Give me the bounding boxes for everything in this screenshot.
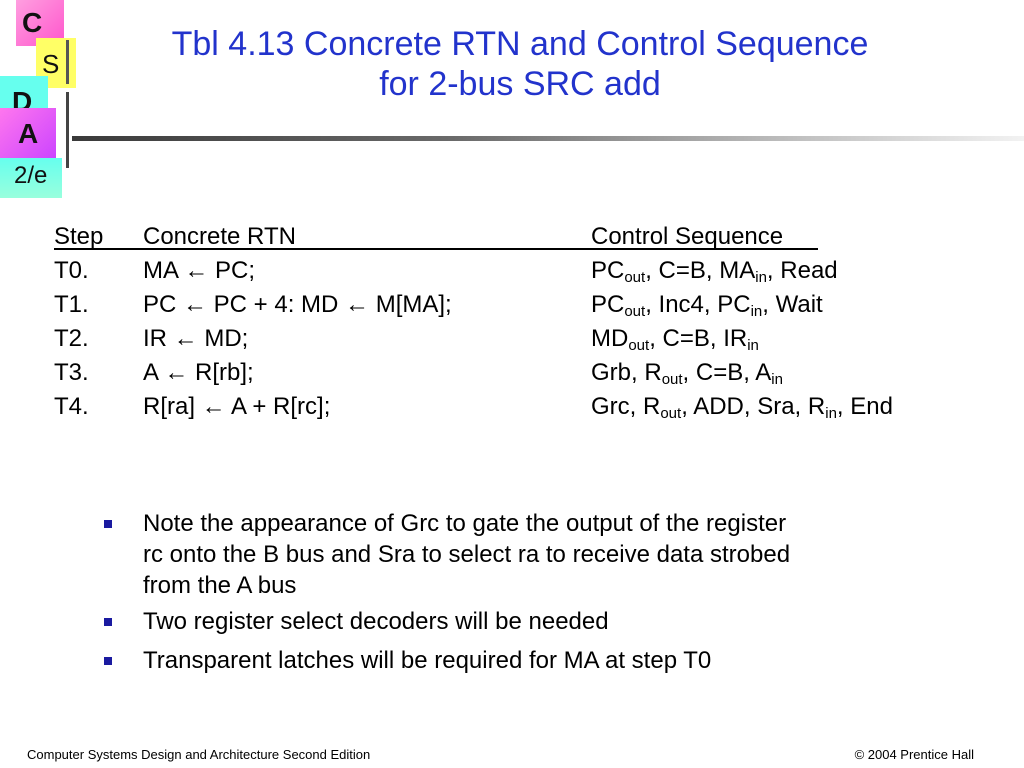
signal-text: , C=B, MA	[645, 257, 756, 284]
row-step: T4.	[54, 393, 89, 420]
row-rtn: A ← R[rb];	[143, 359, 254, 386]
subscript: in	[747, 337, 759, 354]
row-rtn: MA ← PC;	[143, 257, 256, 284]
bullet-line: Note the appearance of Grc to gate the o…	[143, 510, 787, 537]
bullet-text: Two register select decoders will be nee…	[143, 606, 923, 637]
table-row: T4. R[ra] ← A + R[rc]; Grc, Rout, ADD, S…	[0, 390, 1024, 424]
row-control-sequence: Grb, Rout, C=B, Ain	[591, 356, 783, 390]
signal-text: Grb, R	[591, 359, 662, 386]
bullet-line: Transparent latches will be required for…	[143, 647, 712, 674]
signal-text: , C=B, IR	[649, 325, 748, 352]
subscript: out	[628, 337, 650, 354]
row-step: T2.	[54, 325, 89, 352]
vertical-rule	[66, 92, 69, 168]
bullet-line: Two register select decoders will be nee…	[143, 608, 609, 635]
header-step: Step	[54, 223, 104, 250]
subscript: out	[660, 405, 682, 422]
signal-text: , End	[836, 393, 893, 420]
header-underline	[54, 248, 818, 250]
subscript: in	[771, 371, 783, 388]
row-control-sequence: Grc, Rout, ADD, Sra, Rin, End	[591, 390, 893, 424]
subscript: out	[624, 269, 646, 286]
header-seq: Control Sequence	[591, 223, 784, 250]
bullet-square-icon	[104, 520, 112, 528]
subscript: in	[755, 269, 767, 286]
signal-text: PC	[591, 257, 625, 284]
row-rtn: R[ra] ← A + R[rc];	[143, 393, 331, 420]
title-line-2: for 2-bus SRC add	[379, 65, 661, 103]
signal-text: , ADD, Sra, R	[681, 393, 826, 420]
table-row: T2. IR ← MD; MDout, C=B, IRin	[0, 322, 1024, 356]
bullet-item: Two register select decoders will be nee…	[104, 606, 924, 638]
signal-text: , Inc4, PC	[645, 291, 751, 318]
footer-copyright: © 2004 Prentice Hall	[854, 747, 974, 762]
bullet-text: Transparent latches will be required for…	[143, 645, 923, 676]
signal-text: PC	[591, 291, 625, 318]
title-line-1: Tbl 4.13 Concrete RTN and Control Sequen…	[171, 25, 869, 63]
row-control-sequence: MDout, C=B, IRin	[591, 322, 759, 356]
table-row: T1. PC ← PC + 4: MD ← M[MA]; PCout, Inc4…	[0, 288, 1024, 322]
signal-text: , C=B, A	[682, 359, 772, 386]
row-control-sequence: PCout, Inc4, PCin, Wait	[591, 288, 823, 322]
subscript: in	[825, 405, 837, 422]
table-row: T0. MA ← PC; PCout, C=B, MAin, Read	[0, 254, 1024, 288]
logo-divider	[66, 40, 69, 84]
subscript: out	[661, 371, 683, 388]
title-rule	[72, 136, 1024, 141]
signal-text: Grc, R	[591, 393, 661, 420]
row-control-sequence: PCout, C=B, MAin, Read	[591, 254, 838, 288]
bullet-line: rc onto the B bus and Sra to select ra t…	[143, 541, 791, 568]
bullet-square-icon	[104, 618, 112, 626]
bullet-square-icon	[104, 657, 112, 665]
logo-letter-a: A	[0, 108, 56, 158]
bullet-line: from the A bus	[143, 572, 297, 599]
row-step: T1.	[54, 291, 89, 318]
subscript: in	[750, 303, 763, 320]
row-step: T0.	[54, 257, 89, 284]
bullet-item: Note the appearance of Grc to gate the o…	[104, 508, 924, 604]
row-rtn: IR ← MD;	[143, 325, 249, 352]
row-step: T3.	[54, 359, 89, 386]
table-row: T3. A ← R[rb]; Grb, Rout, C=B, Ain	[0, 356, 1024, 390]
subscript: out	[624, 303, 646, 320]
row-rtn: PC ← PC + 4: MD ← M[MA];	[143, 291, 452, 318]
bullet-text: Note the appearance of Grc to gate the o…	[143, 508, 923, 601]
logo-edition: 2/e	[0, 158, 62, 198]
signal-text: , Read	[766, 257, 838, 284]
signal-text: MD	[591, 325, 629, 352]
signal-text: , Wait	[762, 291, 823, 318]
slide-title: Tbl 4.13 Concrete RTN and Control Sequen…	[90, 24, 950, 104]
footer-book-title: Computer Systems Design and Architecture…	[27, 747, 371, 762]
header-rtn: Concrete RTN	[143, 223, 296, 250]
table-header: Step Concrete RTN Control Sequence	[0, 220, 1024, 254]
bullet-item: Transparent latches will be required for…	[104, 645, 924, 677]
